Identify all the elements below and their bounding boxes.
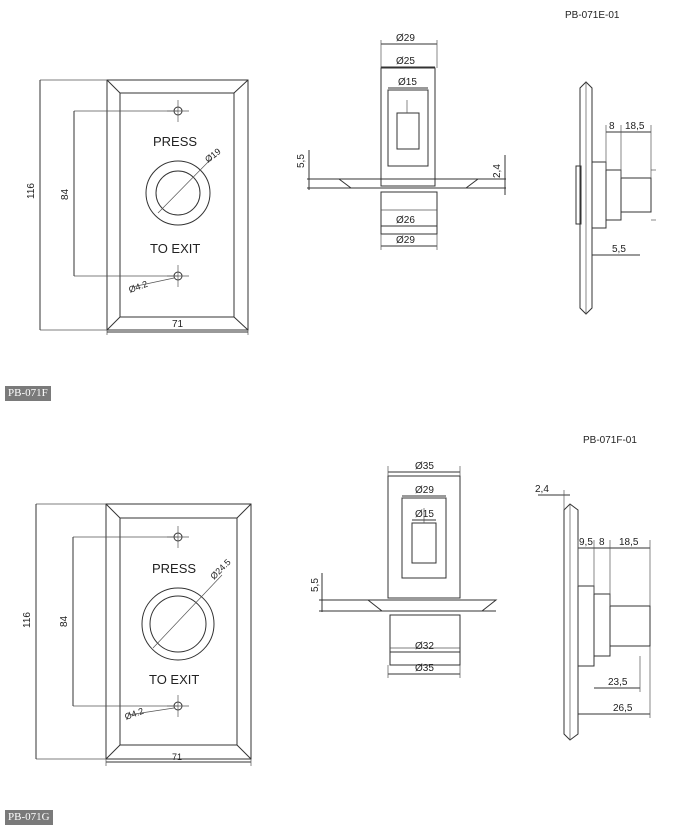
dim-95-2: 9,5 [579,537,593,548]
model-tag-2: PB-071G [5,810,53,825]
side-view-1: Ø29 Ø25 Ø15 Ø26 Ø29 5,5 2,4 [296,33,506,250]
front-view-1: PRESS TO EXIT Ø19 Ø4.2 116 84 71 [26,79,249,335]
width-dim-1: 71 [172,319,184,330]
dim-235-2: 23,5 [608,677,628,688]
height-dim-1: 116 [26,183,37,199]
pitch-dim-1: 84 [60,188,71,200]
dim-29-top: Ø29 [396,33,415,44]
dim-55-profile-1: 5,5 [612,244,626,255]
button-cap-1 [155,170,201,216]
dim-32: Ø32 [415,641,434,652]
dim-15-1: Ø15 [398,77,417,88]
front-view-2: PRESS TO EXIT Ø24.5 Ø4.2 116 84 71 [22,503,252,766]
press-label-2: PRESS [152,561,196,576]
profile-view-2: 2,4 9,5 8 18,5 23,5 26,5 [535,484,651,741]
button-bezel-1 [145,160,211,226]
dim-29-bottom: Ø29 [396,235,415,246]
dim-24-profile-2: 2,4 [535,484,549,495]
dim-35-top: Ø35 [415,461,434,472]
dim-25: Ø25 [396,56,415,67]
plate-outer-1 [106,79,249,331]
model-tag-1: PB-071F [5,386,51,401]
height-dim-2: 116 [22,612,33,628]
press-label-1: PRESS [153,134,197,149]
dim-8-1: 8 [609,121,615,132]
exit-label-1: TO EXIT [150,241,200,256]
exit-label-2: TO EXIT [149,672,199,687]
dim-8-2: 8 [599,537,605,548]
profile-view-1: 8 18,5 5,5 [575,81,656,315]
dim-24-side-1: 2,4 [492,164,503,178]
side-view-2: Ø35 Ø29 Ø15 Ø32 Ø35 5,5 [310,461,498,678]
dim-55-side-2: 5,5 [310,578,321,592]
width-dim-2: 71 [172,752,182,762]
dim-35-bottom: Ø35 [415,663,434,674]
dim-55-side-1: 5,5 [296,154,307,168]
dim-185-1: 18,5 [625,121,645,132]
drawing-code-1: PB-071E-01 [565,10,620,21]
dim-265-2: 26,5 [613,703,633,714]
dim-15-2: Ø15 [415,509,434,520]
drawing-code-2: PB-071F-01 [583,435,637,446]
dim-29-2: Ø29 [415,485,434,496]
dim-185-2: 18,5 [619,537,639,548]
dim-26: Ø26 [396,215,415,226]
pitch-dim-2: 84 [59,615,70,627]
plate-inner-1 [119,92,235,318]
